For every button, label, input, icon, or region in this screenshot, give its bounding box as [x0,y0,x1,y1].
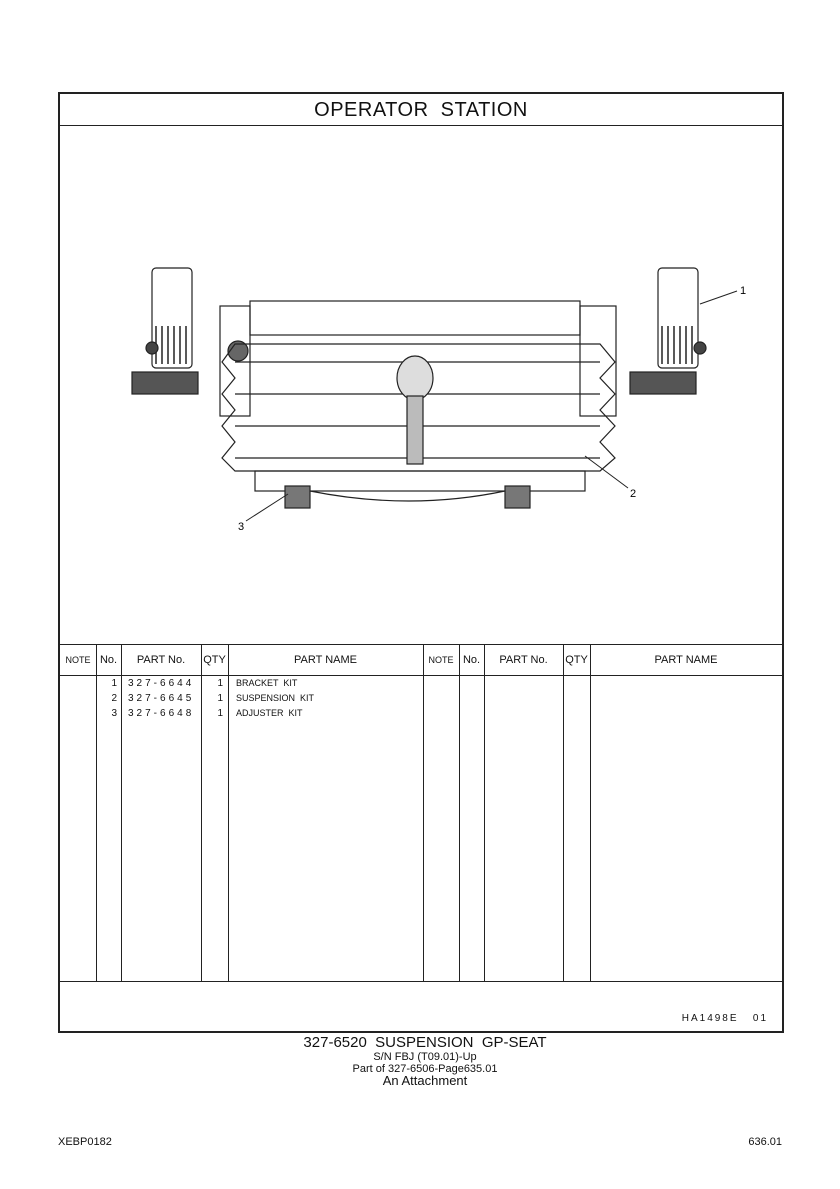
table-footer: HA1498E 01 [60,981,782,1032]
column-divider [423,644,424,981]
illustration-code: HA1498E 01 [681,1013,768,1024]
column-divider [228,644,229,981]
part-name: ADJUSTER KIT [236,708,303,718]
parts-illustration: 1 2 3 [60,126,782,644]
part-name: BRACKET KIT [236,678,298,688]
column-divider [484,644,485,981]
part-name: SUSPENSION KIT [236,693,315,703]
part-number: 327-6645 [128,693,195,704]
header-no-right: No. [462,654,481,666]
page-number: 636.01 [748,1136,782,1148]
catalog-frame: OPERATOR STATION [58,92,784,1033]
part-of-reference: Part of 327-6506-Page635.01 [352,1063,498,1075]
header-part-no-right: PART No. [499,654,548,666]
column-divider [590,644,591,981]
column-divider [201,644,202,981]
header-part-no: PART No. [136,654,186,666]
header-note-right: NOTE [428,655,454,665]
serial-range: S/N FBJ (T09.01)-Up [373,1051,477,1063]
column-divider [121,644,122,981]
header-note: NOTE [65,655,91,665]
column-divider [563,644,564,981]
item-no: 3 [111,708,117,719]
document-id: XEBP0182 [58,1136,112,1148]
quantity: 1 [217,708,223,719]
assembly-title: 327-6520 SUSPENSION GP-SEAT [303,1034,547,1051]
header-qty-right: QTY [565,654,588,666]
parts-table-header: NOTE No. PART No. QTY PART NAME NOTE No.… [60,644,782,676]
header-part-name: PART NAME [294,654,357,666]
header-qty: QTY [203,654,226,666]
quantity: 1 [217,693,223,704]
header-no: No. [99,654,118,666]
callout-2: 2 [630,488,636,500]
column-divider [96,644,97,981]
page-title: OPERATOR STATION [60,94,782,126]
part-number: 327-6644 [128,678,195,689]
quantity: 1 [217,678,223,689]
item-no: 2 [111,693,117,704]
part-number: 327-6648 [128,708,195,719]
attachment-note: An Attachment [382,1073,468,1088]
header-part-name-right: PART NAME [654,654,718,666]
callout-3: 3 [238,521,244,533]
callout-1: 1 [740,285,746,297]
seat-suspension-drawing: 1 2 3 [131,267,746,533]
column-divider [459,644,460,981]
item-no: 1 [111,678,117,689]
